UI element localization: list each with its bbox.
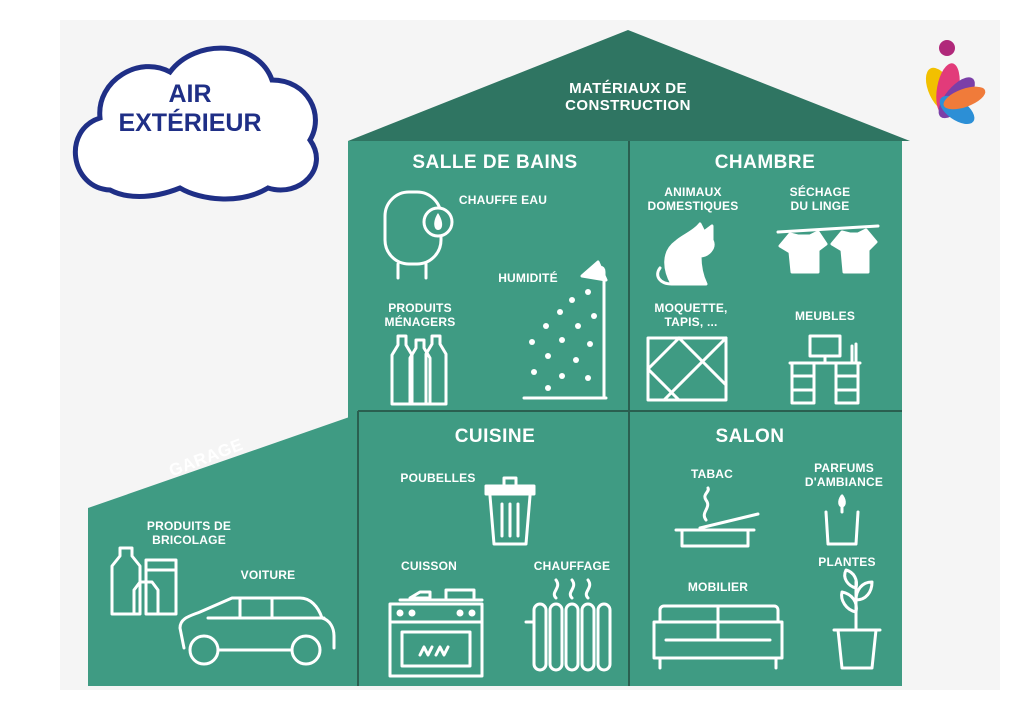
cloud-icon — [72, 45, 319, 202]
plant-icon — [832, 568, 882, 670]
outside-air-label: AIR EXTÉRIEUR — [118, 80, 262, 137]
laundry-icon — [776, 224, 880, 274]
water-heater-icon — [383, 190, 454, 280]
water-drops — [529, 289, 597, 391]
desk-icon — [788, 334, 862, 405]
car-icon — [178, 596, 336, 666]
cleaning-bottles-icon — [390, 334, 448, 406]
cat-icon — [656, 222, 715, 286]
carpet-icon — [646, 336, 728, 402]
car-label: VOITURE — [240, 568, 296, 582]
logo-icon — [925, 40, 986, 125]
tobacco-label: TABAC — [690, 467, 734, 481]
sofa-icon — [652, 604, 784, 670]
living-room-title: SALON — [715, 426, 785, 447]
bedroom-title: CHAMBRE — [714, 152, 816, 173]
trash-bin-icon — [484, 476, 536, 546]
kitchen-title: CUISINE — [454, 426, 536, 447]
heating-label: CHAUFFAGE — [533, 559, 611, 573]
diy-products-icon — [110, 546, 178, 616]
candle-icon — [824, 494, 860, 546]
plants-label: PLANTES — [818, 555, 876, 569]
furnishing-label: MOBILIER — [687, 580, 749, 594]
furniture-label: MEUBLES — [794, 309, 856, 323]
ashtray-icon — [674, 486, 760, 548]
carpet-label: MOQUETTE,TAPIS, ... — [654, 301, 728, 329]
building-materials-label: MATÉRIAUX DE CONSTRUCTION — [565, 80, 691, 115]
humidity-label: HUMIDITÉ — [498, 271, 558, 285]
roof — [348, 30, 910, 141]
shower-icon — [522, 260, 608, 400]
water-heater-label: CHAUFFE EAU — [458, 193, 548, 207]
bins-label: POUBELLES — [400, 471, 476, 485]
radiator-icon — [524, 578, 612, 672]
oven-icon — [388, 588, 484, 678]
cooking-label: CUISSON — [400, 559, 458, 573]
bathroom-title: SALLE DE BAINS — [412, 152, 578, 173]
